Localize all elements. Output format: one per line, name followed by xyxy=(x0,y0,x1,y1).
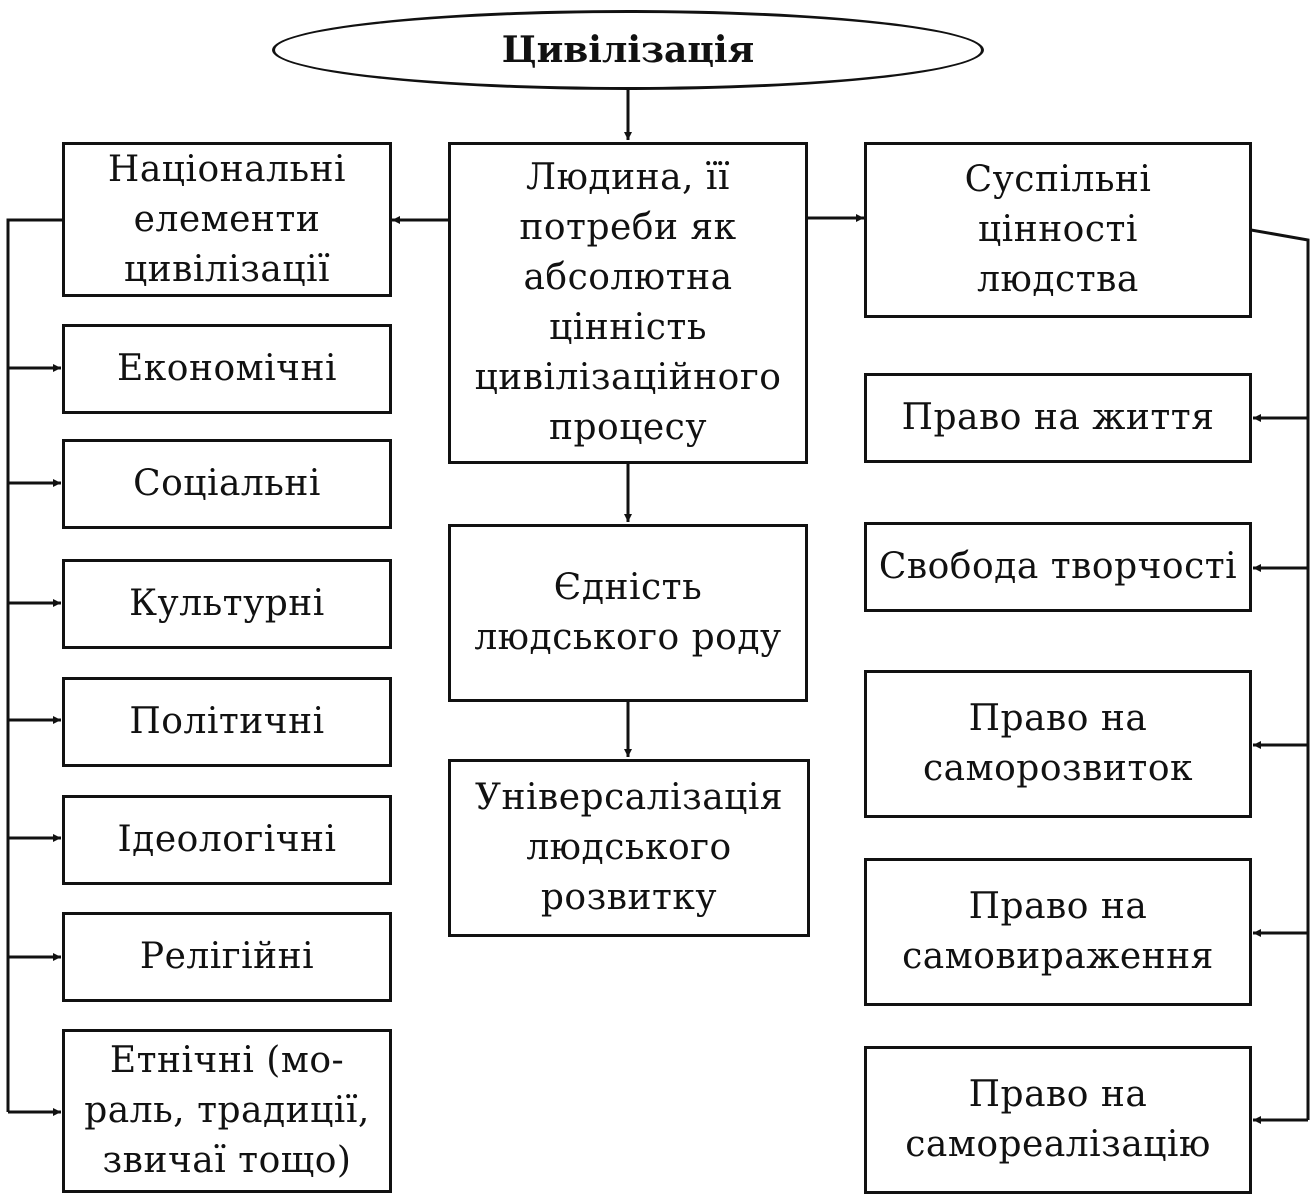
left-bracket-line xyxy=(6,218,63,1112)
right-bracket-line xyxy=(1250,228,1310,1120)
box-political: Політичні xyxy=(62,677,392,767)
box-cultural: Культурні xyxy=(62,559,392,649)
box-person-needs: Людина, її потреби як абсолютна цінність… xyxy=(448,142,808,464)
box-self-realization: Право на самореалізацію xyxy=(864,1046,1252,1194)
title-civilization: Цивілізація xyxy=(272,10,984,90)
box-social-values: Суспільні цінності людства xyxy=(864,142,1252,318)
title-label: Цивілізація xyxy=(501,29,755,71)
box-right-to-life: Право на життя xyxy=(864,373,1252,463)
box-national-elements: Національні елементи цивілізації xyxy=(62,142,392,297)
box-universalization: Універсалізація людського розвитку xyxy=(448,759,810,937)
box-economic: Економічні xyxy=(62,324,392,414)
box-unity-of-mankind: Єдність людського роду xyxy=(448,524,808,702)
box-self-development: Право на саморозвиток xyxy=(864,670,1252,818)
box-self-expression: Право на самовираження xyxy=(864,858,1252,1006)
box-religious: Релігійні xyxy=(62,912,392,1002)
box-ethnic: Етнічні (мо- раль, традиції, звичаї тощо… xyxy=(62,1029,392,1193)
box-freedom-of-creativity: Свобода творчості xyxy=(864,522,1252,612)
box-social: Соціальні xyxy=(62,439,392,529)
box-ideological: Ідеологічні xyxy=(62,795,392,885)
